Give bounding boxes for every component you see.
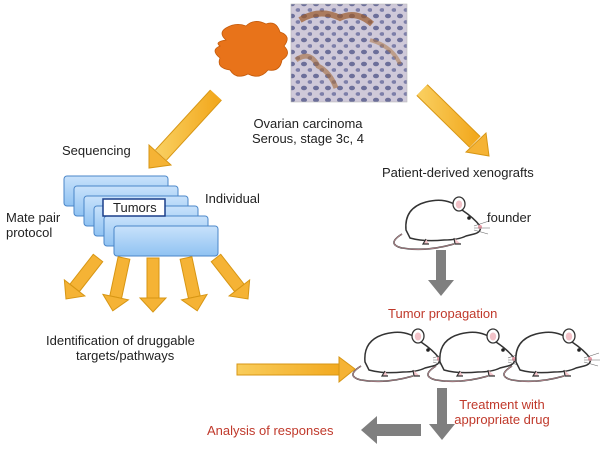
individual-label: Individual [205, 191, 260, 206]
tumor-icon [214, 21, 288, 77]
propagated-mouse-3 [503, 328, 600, 383]
founder-mouse [393, 196, 491, 251]
target-arrows [63, 253, 251, 313]
treatment-line1: Treatment with [459, 397, 545, 412]
mate-pair-line2: protocol [6, 225, 53, 240]
founder-label: founder [487, 210, 532, 225]
arrow-founder-to-propagation [428, 250, 454, 296]
arrow-mice-to-treatment [429, 388, 455, 440]
treatment-line2: appropriate drug [454, 412, 550, 427]
tumor-propagation-label: Tumor propagation [388, 306, 498, 321]
druggable-line1: Identification of druggable [46, 333, 195, 348]
tumors-label: Tumors [113, 200, 157, 215]
druggable-line2: targets/pathways [76, 348, 175, 363]
ovarian-title-line2: Serous, stage 3c, 4 [251, 131, 364, 146]
propagated-mouse-1 [352, 328, 450, 383]
histology-image [290, 3, 408, 103]
pdx-label: Patient-derived xenografts [382, 165, 534, 180]
mate-pair-label: Mate pair protocol [6, 210, 60, 240]
arrow-targets-to-mice [236, 356, 356, 384]
arrow-to-xenografts [416, 84, 490, 157]
tumor-card-stack [63, 175, 219, 257]
analysis-label: Analysis of responses [207, 423, 334, 438]
arrow-to-sequencing [148, 89, 222, 169]
arrow-to-analysis [361, 416, 421, 444]
druggable-label: Identification of druggable targets/path… [46, 333, 195, 363]
propagated-mouse-2 [427, 328, 525, 383]
treatment-label: Treatment with appropriate drug [444, 397, 560, 427]
sequencing-label: Sequencing [62, 143, 131, 158]
ovarian-title-line1: Ovarian carcinoma [253, 116, 363, 131]
ovarian-title: Ovarian carcinoma Serous, stage 3c, 4 [238, 116, 378, 146]
mate-pair-line1: Mate pair [6, 210, 61, 225]
